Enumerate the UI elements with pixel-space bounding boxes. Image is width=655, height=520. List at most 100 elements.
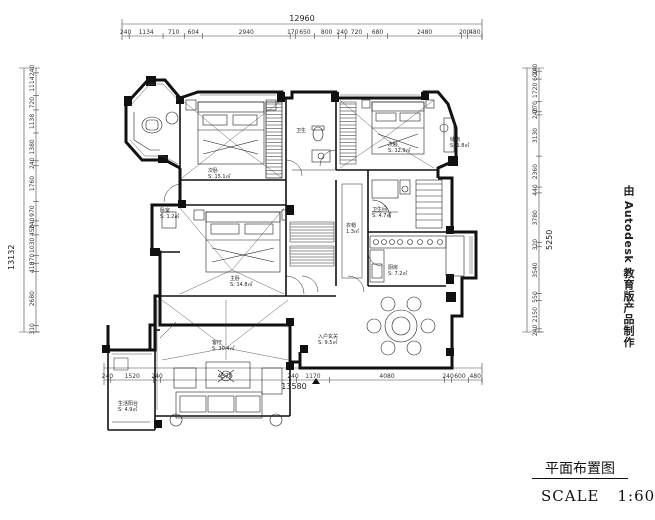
top-dim-label: 240 (336, 29, 348, 36)
room-area: S: 14.8㎡ (230, 281, 253, 288)
room-name: 衣帽 (346, 222, 356, 229)
right-dimension-labels: 2406001720770240313023604403780320354055… (532, 64, 539, 336)
wardrobe-frame (265, 101, 283, 179)
left-dim-label: 720 (29, 97, 36, 109)
bay-window-desk (133, 111, 179, 151)
ceiling-diagonals (161, 99, 435, 361)
room-name: 卫生间 (372, 206, 387, 213)
bottom-total-dimension: 13580 (281, 382, 306, 391)
left-dim-label: 410 (29, 261, 36, 273)
top-dim-label: 200 (459, 29, 471, 36)
scale-label: SCALE (541, 487, 600, 505)
windows (112, 83, 473, 410)
dining-table (366, 296, 436, 356)
closet-shelving (289, 183, 363, 279)
left-dim-label: 240 (29, 65, 36, 77)
right-dim-label: 3780 (532, 210, 539, 225)
right-dim-label: 240 (532, 64, 539, 76)
room-name: 次卧 (388, 141, 398, 148)
autodesk-watermark: 由 Autodesk 教育版产品制作 (622, 185, 635, 349)
right-mid-dimension: 5250 (545, 230, 554, 250)
room-area: S: 30.4㎡ (212, 345, 235, 352)
bed-master-bedroom (161, 209, 287, 273)
room-area: S: 9.5㎡ (318, 339, 337, 346)
room-area: S: 7.2㎡ (388, 270, 407, 277)
left-dim-label: 1138 (29, 114, 36, 129)
right-dim-label: 2360 (532, 164, 539, 179)
entrance-arrow-icon (312, 378, 320, 384)
left-dim-label: 370 (29, 254, 36, 266)
right-dim-label: 3540 (532, 262, 539, 277)
room-name: 生活阳台 (118, 400, 138, 407)
room-name: 卫生 (296, 127, 306, 134)
room-name: 次卧 (208, 167, 218, 174)
scale-text: SCALE 1:60 (541, 487, 655, 505)
kitchen-fixtures (369, 235, 465, 283)
top-dim-label: 800 (321, 29, 333, 36)
room-name: 客厅 (212, 339, 222, 346)
bottom-dim-label: 480 (469, 373, 481, 380)
left-dim-label: 1114 (29, 76, 36, 91)
room-name: 厨房 (388, 264, 398, 271)
left-dimension-ticks (33, 72, 39, 333)
bottom-dim-label: 240 (442, 373, 454, 380)
balcony-fixtures (112, 357, 150, 423)
top-dim-label: 480 (469, 29, 481, 36)
left-total-dimension: 13132 (7, 245, 16, 270)
left-dim-label: 240 (29, 217, 36, 229)
top-dim-label: 170 (287, 29, 299, 36)
right-dim-label: 550 (532, 291, 539, 303)
left-dim-label: 1030 (29, 238, 36, 253)
room-area: S: 4.7㎡ (372, 212, 391, 219)
drawing-title: 平面布置图 (545, 461, 615, 477)
left-dim-label: 240 (29, 157, 36, 169)
wardrobe-frame (339, 101, 357, 165)
bed-second-bedroom (185, 99, 277, 165)
right-dim-label: 2150 (532, 307, 539, 322)
room-name: 主卧 (230, 275, 240, 282)
left-dim-label: 2680 (29, 291, 36, 306)
top-dim-label: 680 (372, 29, 384, 36)
room-name: 入户玄关 (318, 333, 338, 340)
top-dim-label: 604 (188, 29, 200, 36)
left-dim-label: 310 (29, 323, 36, 335)
room-area: S: 1.8㎡ (450, 142, 469, 149)
right-dim-label: 3130 (532, 128, 539, 143)
bottom-dim-label: 1520 (125, 373, 140, 380)
bottom-dim-label: 1170 (305, 373, 320, 380)
room-area: S: 4.9㎡ (118, 406, 137, 413)
door-swings (159, 149, 383, 339)
top-dim-label: 650 (299, 29, 311, 36)
room-area: 1.3㎡ (346, 228, 359, 235)
left-dim-label: 450 (29, 224, 36, 236)
left-dim-label: 1760 (29, 176, 36, 191)
corridor-wardrobe (265, 101, 357, 264)
scale-value: 1:60 (617, 487, 655, 505)
left-dimension-labels: 2401114720113813802401760970240450103037… (29, 65, 36, 335)
bottom-dim-label: 4080 (379, 373, 394, 380)
right-dim-label: 770 (532, 101, 539, 113)
room-area: S: 12.9㎡ (388, 147, 411, 154)
bathroom-top-fixtures (292, 125, 336, 171)
top-dim-label: 2480 (417, 29, 432, 36)
right-dim-label: 240 (532, 325, 539, 337)
wardrobe-lines-1 (265, 101, 283, 179)
right-dim-label: 320 (532, 239, 539, 251)
room-area: S: 1.2㎡ (160, 213, 179, 220)
top-total-dimension: 12960 (289, 14, 314, 23)
title-underline (532, 478, 628, 479)
right-dimension-ticks (536, 70, 542, 333)
left-dim-label: 1380 (29, 139, 36, 154)
left-dim-label: 970 (29, 205, 36, 217)
room-name: 卧室 (160, 207, 170, 214)
interior-walls (107, 98, 452, 431)
right-dim-label: 600 (532, 69, 539, 81)
living-room-furniture (169, 361, 283, 427)
bottom-dim-label: 240 (287, 373, 299, 380)
room-name: 储物 (450, 136, 460, 143)
top-dim-label: 2940 (239, 29, 254, 36)
top-dimension-ticks (128, 33, 483, 39)
